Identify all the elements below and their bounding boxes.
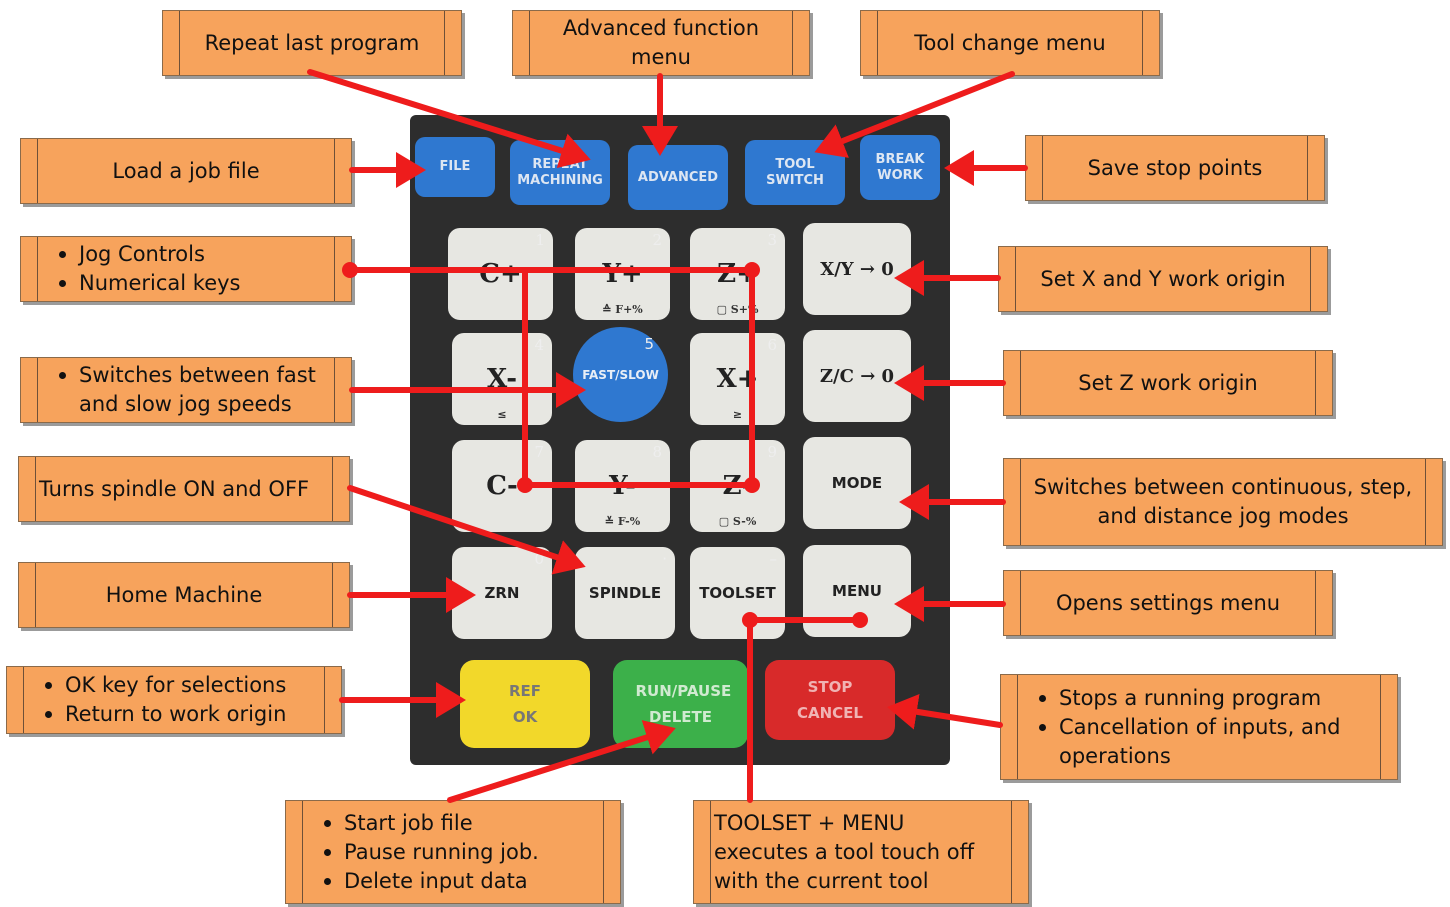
jog-bracket — [352, 270, 752, 485]
arrow-stop — [893, 708, 1000, 725]
arrow-toolchange — [820, 74, 1012, 150]
jog-dot — [744, 477, 760, 493]
arrow-start — [450, 730, 670, 800]
toolset-connector — [750, 620, 860, 800]
jog-dot — [342, 262, 358, 278]
arrow-repeat — [310, 72, 585, 158]
jog-dot — [517, 477, 533, 493]
jog-dot — [744, 262, 760, 278]
toolset-dot — [742, 612, 758, 628]
arrow-spindle — [350, 488, 580, 565]
menu-dot — [852, 612, 868, 628]
